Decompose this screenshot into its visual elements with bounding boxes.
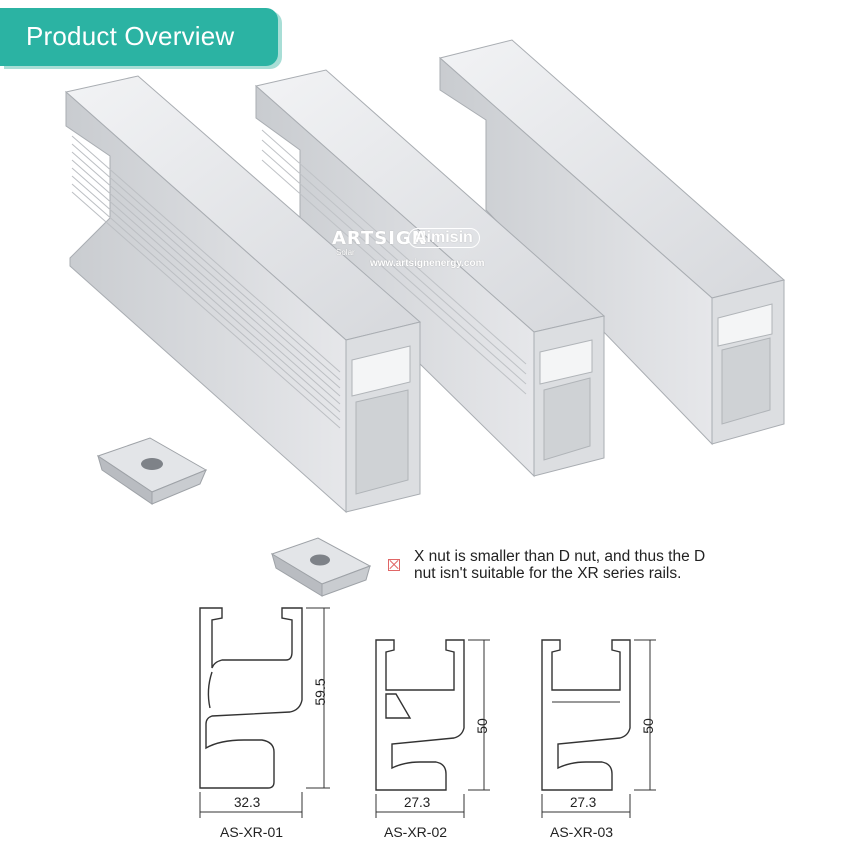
profile-drawing-as-xr-03 [541, 639, 656, 818]
nut-3d-large [96, 437, 208, 505]
rail-3d-as-xr-02 [254, 69, 606, 478]
watermark-brand-sub: Solar [336, 248, 355, 257]
profile-drawing-as-xr-02 [375, 639, 490, 818]
model-label-as-xr-02: AS-XR-02 [384, 824, 448, 840]
section-title: Product Overview [26, 21, 235, 51]
watermark-url: www.artsignenergy.com [370, 258, 485, 269]
dim-width-as-xr-02: 27.3 [404, 795, 431, 810]
cross-icon [388, 559, 400, 571]
watermark-brand-aimisin: Aimisin [408, 228, 480, 248]
dim-height-as-xr-02: 50 [474, 718, 490, 734]
dim-height-as-xr-01: 59.5 [312, 678, 328, 706]
profile-drawing-as-xr-01 [199, 607, 330, 818]
rail-3d-as-xr-03 [438, 39, 786, 446]
dim-width-as-xr-01: 32.3 [234, 795, 261, 810]
watermark: ARTSIGN Aimisin www.artsignenergy.com So… [330, 226, 520, 276]
nut-3d-small [270, 537, 372, 597]
model-label-as-xr-01: AS-XR-01 [220, 824, 284, 840]
dim-height-as-xr-03: 50 [640, 718, 656, 734]
dim-width-as-xr-03: 27.3 [570, 795, 597, 810]
model-label-as-xr-03: AS-XR-03 [550, 824, 614, 840]
note-line-2: nut isn't suitable for the XR series rai… [414, 565, 682, 582]
compatibility-note: X nut is smaller than D nut, and thus th… [388, 548, 788, 582]
watermark-brand-artsign: ARTSIGN [332, 228, 428, 249]
rail-3d-as-xr-01 [64, 75, 422, 514]
section-banner: Product Overview [0, 8, 278, 66]
note-line-1: X nut is smaller than D nut, and thus th… [414, 548, 706, 565]
